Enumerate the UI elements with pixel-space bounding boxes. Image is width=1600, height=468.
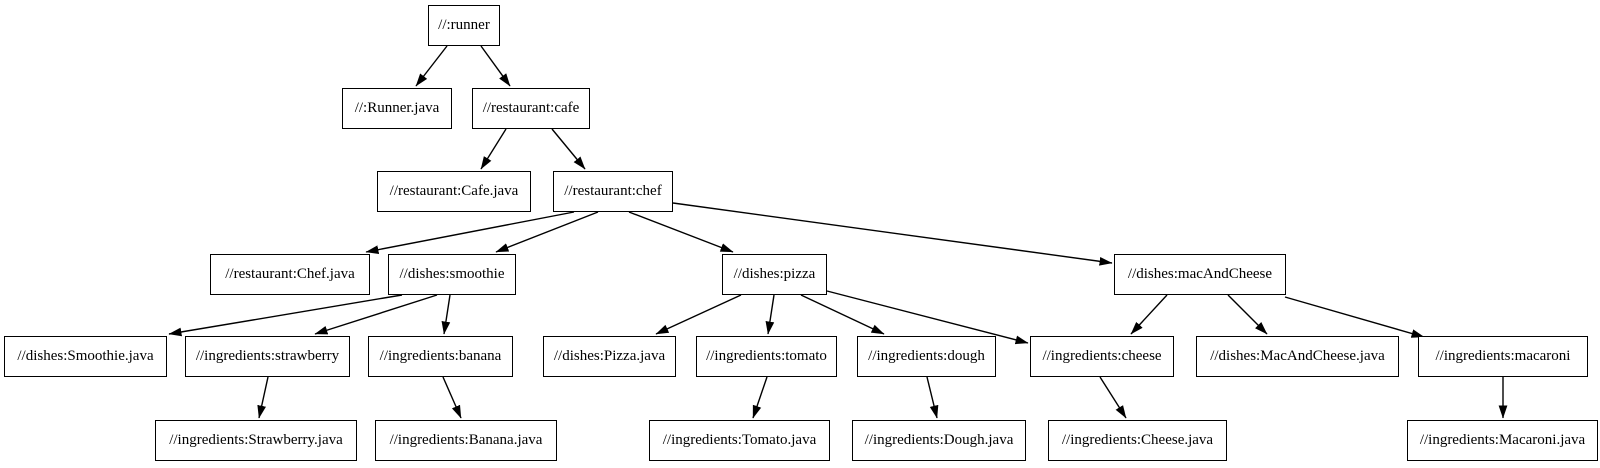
node-tomato: //ingredients:tomato: [696, 336, 837, 377]
node-strawberry: //ingredients:strawberry: [185, 336, 350, 377]
edge-chef-to-pizza: [628, 211, 734, 253]
node-dough-java: //ingredients:Dough.java: [852, 420, 1026, 461]
node-banana: //ingredients:banana: [368, 336, 513, 377]
node-tomato-java: //ingredients:Tomato.java: [649, 420, 830, 461]
node-chef: //restaurant:chef: [553, 171, 673, 212]
node-cheese: //ingredients:cheese: [1030, 336, 1174, 377]
edge-smoothie-to-strawberry: [314, 294, 438, 335]
node-macandcheese: //dishes:macAndCheese: [1114, 254, 1286, 295]
node-cafe-java: //restaurant:Cafe.java: [377, 171, 531, 212]
edge-smoothie-to-smoothie-java: [168, 294, 403, 337]
edge-cafe-to-cafe-java: [480, 128, 507, 170]
edge-macandcheese-to-cheese: [1130, 294, 1168, 335]
edge-pizza-to-tomato: [765, 294, 775, 335]
node-runner: //:runner: [428, 5, 500, 46]
node-smoothie: //dishes:smoothie: [388, 254, 516, 295]
edge-cafe-to-chef: [551, 128, 586, 170]
edge-macandcheese-to-macaroni: [1284, 296, 1425, 338]
node-pizza: //dishes:pizza: [722, 254, 827, 295]
node-macaroni: //ingredients:macaroni: [1418, 336, 1588, 377]
edge-tomato-to-tomato-java: [752, 376, 768, 419]
edge-macandcheese-to-macandcheese-java: [1227, 294, 1268, 335]
edge-pizza-to-dough: [800, 294, 885, 335]
edge-runner-to-runner-java: [415, 45, 448, 87]
edge-chef-to-smoothie: [495, 211, 599, 253]
edge-banana-to-banana-java: [442, 376, 462, 419]
node-runner-java: //:Runner.java: [342, 88, 452, 129]
node-cafe: //restaurant:cafe: [472, 88, 590, 129]
node-strawberry-java: //ingredients:Strawberry.java: [155, 420, 357, 461]
edge-runner-to-cafe: [480, 45, 511, 87]
node-smoothie-java: //dishes:Smoothie.java: [4, 336, 167, 377]
node-cheese-java: //ingredients:Cheese.java: [1048, 420, 1227, 461]
edge-strawberry-to-strawberry-java: [257, 376, 269, 419]
edge-smoothie-to-banana: [441, 294, 451, 335]
node-chef-java: //restaurant:Chef.java: [210, 254, 370, 295]
node-pizza-java: //dishes:Pizza.java: [543, 336, 676, 377]
node-macandcheese-java: //dishes:MacAndCheese.java: [1196, 336, 1399, 377]
edge-pizza-to-pizza-java: [655, 294, 742, 335]
node-dough: //ingredients:dough: [857, 336, 996, 377]
node-macaroni-java: //ingredients:Macaroni.java: [1407, 420, 1598, 461]
edge-cheese-to-cheese-java: [1099, 376, 1127, 419]
edge-chef-to-chef-java: [365, 211, 575, 254]
node-banana-java: //ingredients:Banana.java: [375, 420, 557, 461]
edge-dough-to-dough-java: [926, 376, 939, 419]
